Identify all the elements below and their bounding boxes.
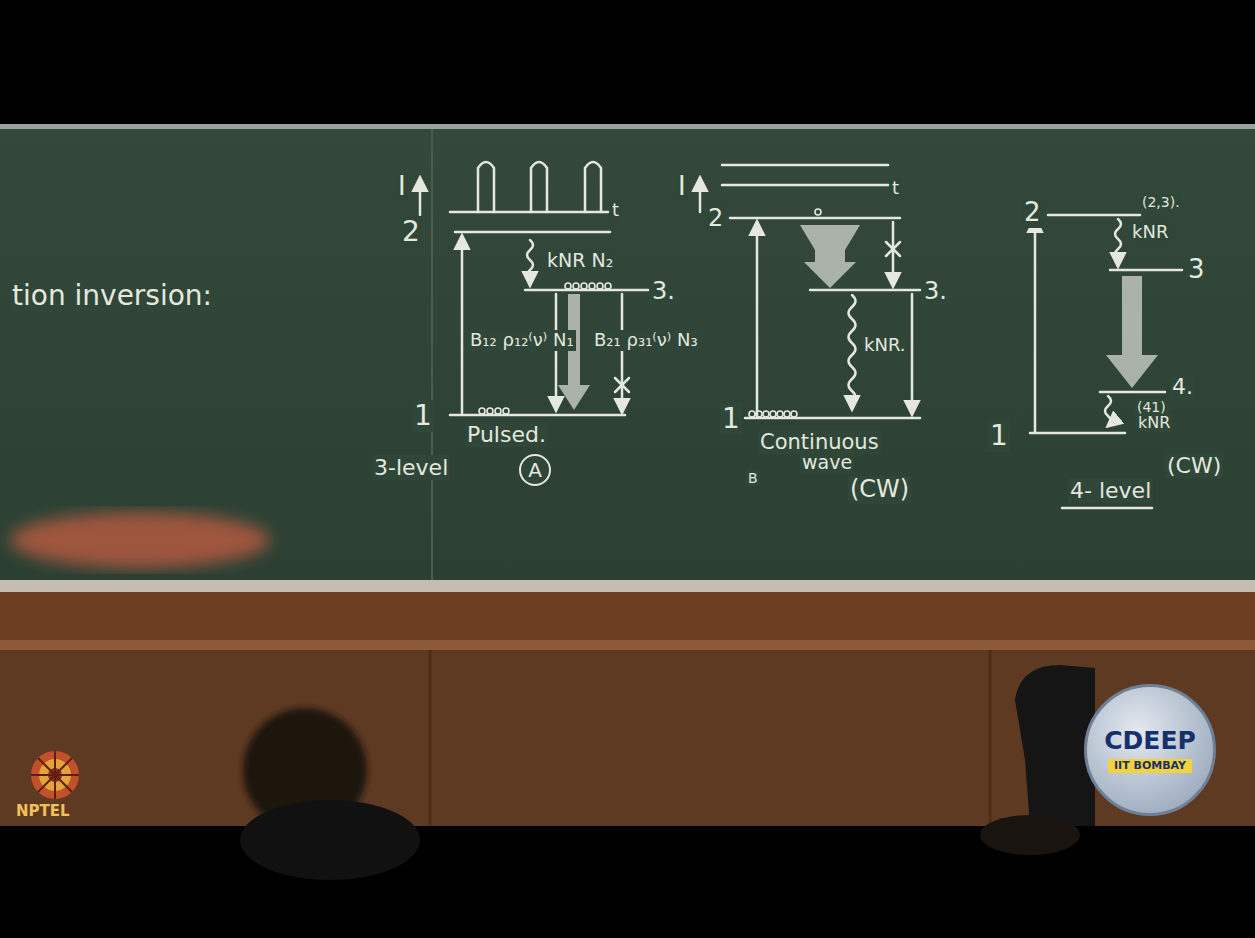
board-label: 3. — [650, 278, 677, 306]
board-label: 1 — [988, 420, 1010, 452]
board-label: 3 — [1186, 255, 1207, 285]
board-label: 2 — [400, 216, 422, 248]
energy-level-diagrams — [420, 162, 1182, 508]
board-label: wave — [800, 452, 854, 474]
circled-letter: A — [519, 454, 551, 486]
board-label: kNR N₂ — [545, 250, 615, 272]
board-label: 1 — [412, 400, 434, 432]
board-label: 3-level — [372, 455, 450, 480]
board-label: kNR — [1130, 222, 1170, 243]
board-label: I — [676, 172, 688, 202]
board-label: (41) — [1135, 399, 1168, 415]
board-label: Continuous — [758, 430, 881, 454]
board-label: Pulsed. — [465, 422, 548, 447]
board-label: B₁₂ ρ₁₂⁽ν⁾ N₁ — [468, 330, 576, 351]
stimulated-emission-arrow — [800, 225, 860, 288]
board-label: kNR. — [862, 335, 907, 356]
logo-badge: CDEEP IIT BOMBAY — [1084, 684, 1216, 816]
board-label: t — [890, 178, 901, 199]
board-label: 4- level — [1068, 478, 1153, 503]
board-label: 2 — [706, 205, 725, 233]
board-label: kNR — [1136, 414, 1172, 432]
board-label: (CW) — [848, 476, 911, 504]
board-label: NPTEL — [14, 803, 72, 820]
board-label: tion inversion: — [10, 280, 214, 312]
board-label: 1 — [720, 403, 742, 435]
board-label: 2 — [1022, 198, 1043, 228]
board-label: (CW) — [1165, 453, 1223, 478]
stimulated-emission-arrow — [1106, 276, 1158, 388]
board-label: 4. — [1170, 374, 1195, 399]
board-label: B₂₁ ρ₃₁⁽ν⁾ N₃ — [592, 330, 700, 351]
nptel-emblem — [31, 751, 79, 799]
stimulated-emission-arrow — [558, 294, 590, 410]
logo-subtitle: IIT BOMBAY — [1108, 759, 1192, 773]
logo-title: CDEEP — [1104, 727, 1196, 755]
circle-letter: A — [528, 459, 542, 481]
board-label: (2,3). — [1140, 194, 1182, 210]
board-label: 3. — [922, 278, 949, 306]
board-label: t — [610, 200, 621, 221]
board-label: B — [746, 470, 760, 486]
board-label: I — [396, 172, 408, 202]
